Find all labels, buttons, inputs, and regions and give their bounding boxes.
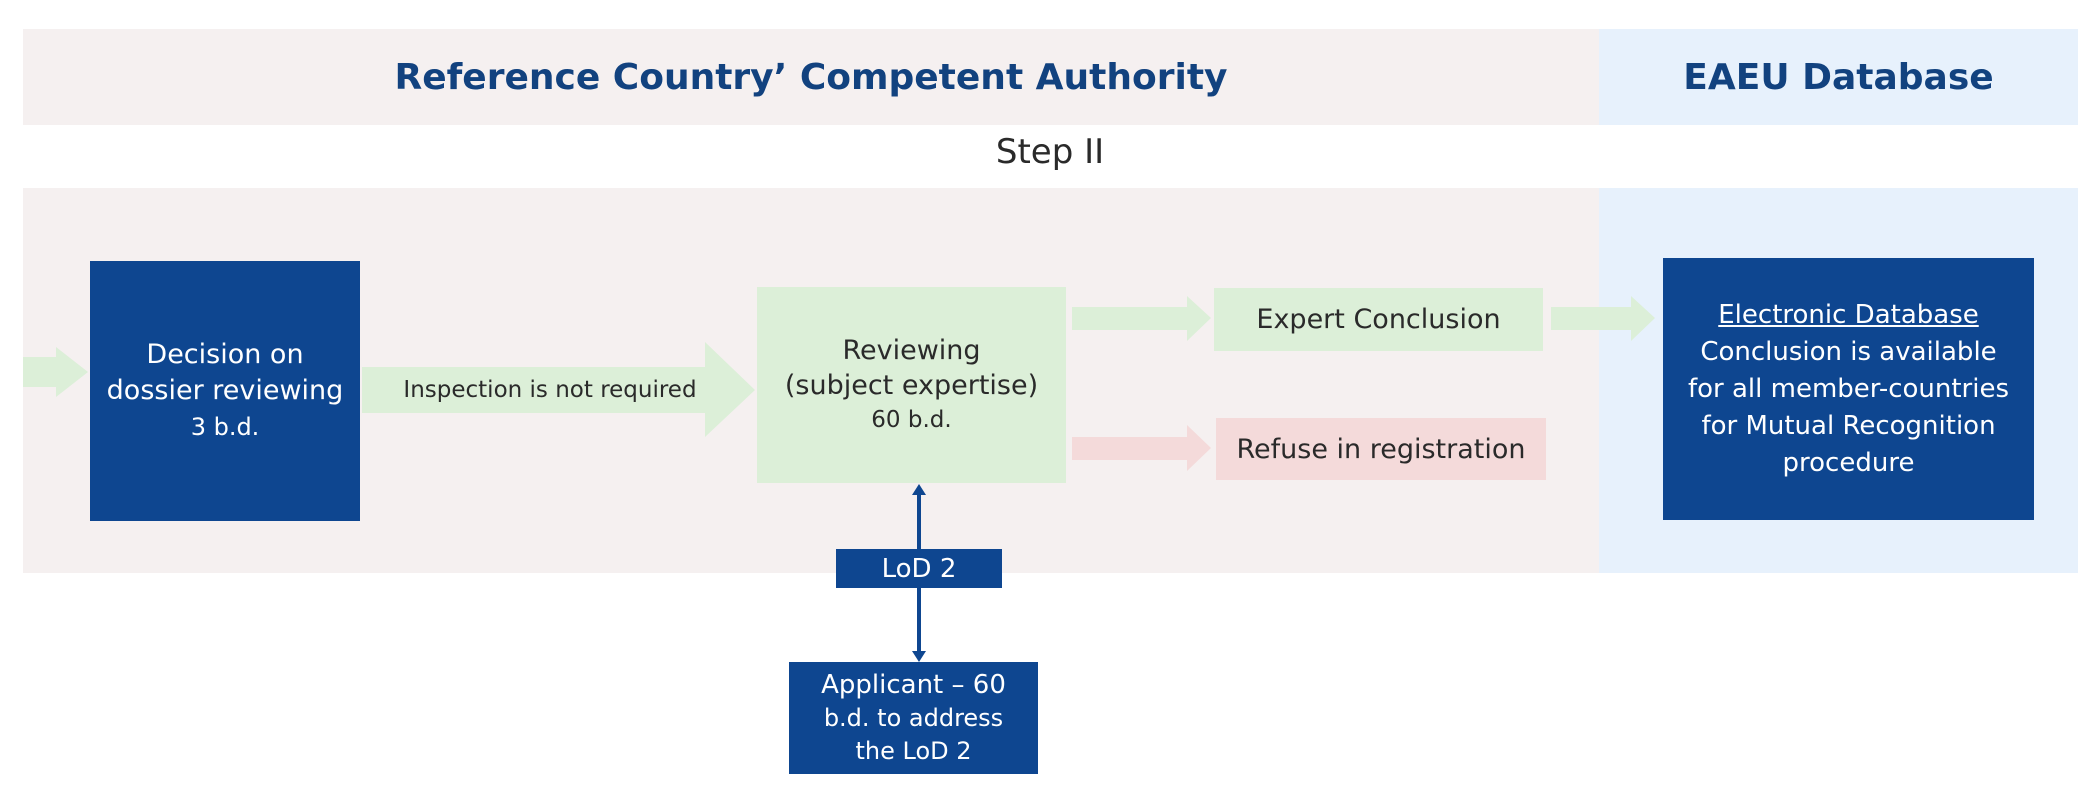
lod-label: LoD 2 [881, 553, 957, 584]
electronic-database-line4: for Mutual Recognition [1701, 410, 1996, 441]
eaeu-header-title: EAEU Database [1683, 56, 1994, 98]
inspection-label: Inspection is not required [403, 377, 697, 403]
lod-arrowhead-up [912, 484, 926, 495]
inspection-arrow [362, 342, 755, 437]
eaeu-header-panel: EAEU Database [1599, 29, 2078, 125]
to-expert-arrow [1072, 296, 1211, 341]
electronic-database-line3: for all member-countries [1687, 373, 2010, 404]
authority-header-title: Reference Country’ Competent Authority [394, 56, 1228, 98]
expert-conclusion-box: Expert Conclusion [1214, 288, 1543, 351]
decision-line1: Decision on [146, 339, 304, 370]
lod-arrowhead-down [912, 651, 926, 662]
reviewing-box: Reviewing (subject expertise) 60 b.d. [757, 287, 1066, 483]
lod-box: LoD 2 [836, 549, 1002, 588]
applicant-box: Applicant – 60 b.d. to address the LoD 2 [789, 662, 1038, 774]
decision-duration: 3 b.d. [190, 413, 260, 441]
electronic-database-title: Electronic Database [1718, 299, 1979, 330]
electronic-database-line2: Conclusion is available [1700, 336, 1997, 367]
reviewing-line1: Reviewing [842, 334, 981, 366]
to-refuse-arrow [1072, 425, 1211, 471]
applicant-line3: the LoD 2 [855, 736, 972, 765]
electronic-database-box: Electronic Database Conclusion is availa… [1663, 258, 2034, 520]
decision-box: Decision on dossier reviewing 3 b.d. [90, 261, 360, 521]
refuse-box: Refuse in registration [1216, 418, 1546, 480]
reviewing-duration: 60 b.d. [871, 406, 952, 433]
reviewing-line2: (subject expertise) [784, 369, 1039, 401]
applicant-line2: b.d. to address [823, 703, 1004, 732]
applicant-line1: Applicant – 60 [821, 669, 1006, 700]
authority-header-panel: Reference Country’ Competent Authority [23, 29, 1599, 125]
to-database-arrow [1551, 296, 1655, 341]
decision-line2: dossier reviewing [106, 375, 344, 406]
expert-conclusion-label: Expert Conclusion [1256, 304, 1501, 335]
step-label: Step II [995, 132, 1105, 172]
incoming-arrow [23, 347, 88, 397]
refuse-label: Refuse in registration [1236, 433, 1526, 465]
electronic-database-line5: procedure [1782, 447, 1915, 478]
